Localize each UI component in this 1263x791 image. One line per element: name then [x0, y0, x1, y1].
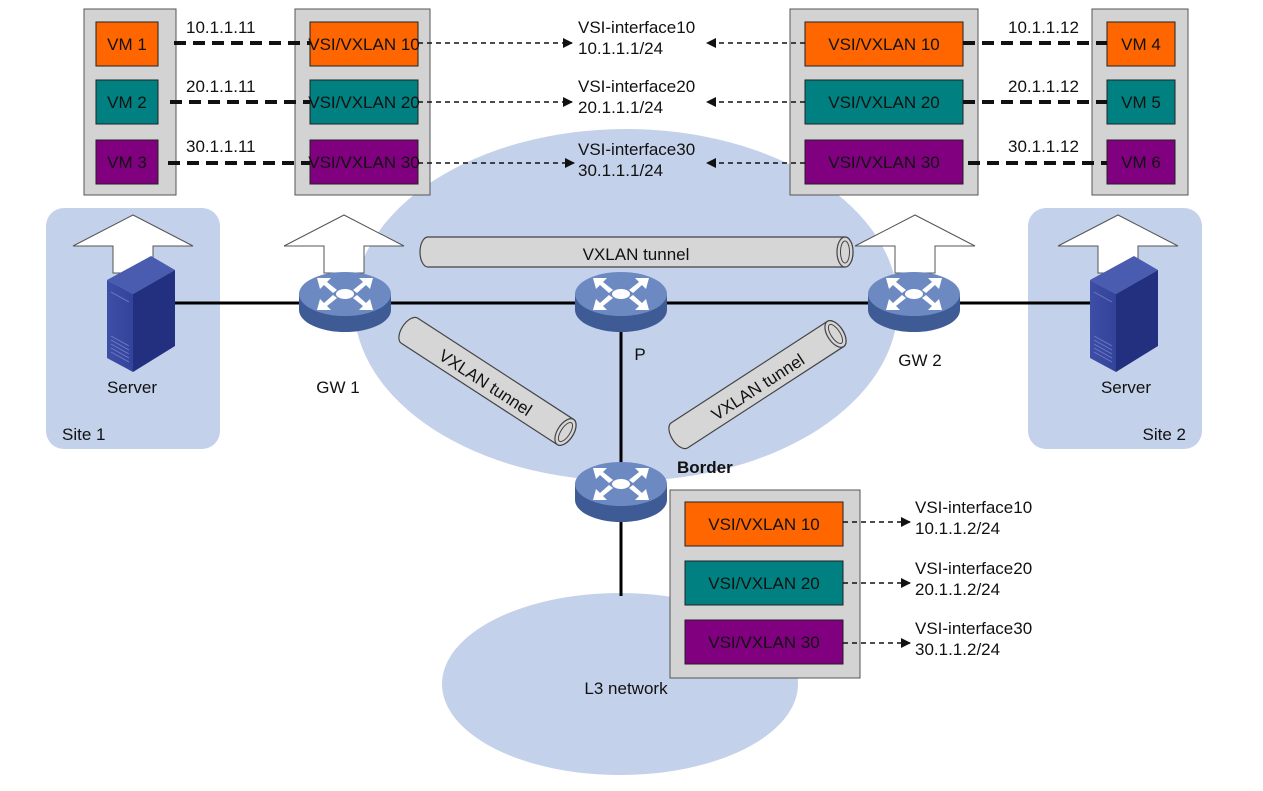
border-if20-name: VSI-interface20 — [915, 559, 1032, 578]
vsi-label: VSI/VXLAN 10 — [708, 515, 820, 534]
gw1-label: GW 1 — [316, 378, 359, 397]
vm-label: VM 6 — [1121, 153, 1161, 172]
vsi-item[interactable]: VSI/VXLAN 30 — [804, 139, 964, 185]
gw2-label: GW 2 — [898, 351, 941, 370]
border-if30-ip: 30.1.1.2/24 — [915, 640, 1000, 659]
gw1-vsi-panel: VSI/VXLAN 10 VSI/VXLAN 20 VSI/VXLAN 30 — [294, 8, 431, 196]
vsi-label: VSI/VXLAN 20 — [828, 93, 940, 112]
gateway-interface-arrows — [418, 38, 805, 168]
vsi-label: VSI/VXLAN 10 — [828, 35, 940, 54]
vm-item[interactable]: VM 3 — [95, 139, 159, 185]
router-border-icon[interactable] — [575, 462, 667, 522]
site2-vm-panel: VM 4 VM 5 VM 6 — [1091, 8, 1189, 196]
vsi-item[interactable]: VSI/VXLAN 20 — [804, 79, 964, 125]
vm-item[interactable]: VM 2 — [95, 79, 159, 125]
vm-vsi-connections — [168, 41, 1107, 165]
vsi-item[interactable]: VSI/VXLAN 30 — [308, 139, 420, 185]
vsi-label: VSI/VXLAN 30 — [828, 153, 940, 172]
site2-label: Site 2 — [1143, 425, 1186, 444]
vm-item[interactable]: VM 1 — [95, 21, 159, 67]
vm-label: VM 2 — [107, 93, 147, 112]
server1-label: Server — [107, 378, 157, 397]
border-interface-arrows — [843, 517, 911, 648]
gw-if20-ip: 20.1.1.1/24 — [578, 98, 663, 117]
router-p-icon[interactable] — [575, 272, 667, 332]
vm3-ip: 30.1.1.11 — [186, 137, 256, 156]
gateway-interface-labels: VSI-interface10 10.1.1.1/24 VSI-interfac… — [578, 18, 695, 180]
router-gw2-icon[interactable] — [868, 272, 960, 332]
vsi-label: VSI/VXLAN 30 — [308, 153, 420, 172]
vm-label: VM 3 — [107, 153, 147, 172]
vm1-ip: 10.1.1.11 — [186, 18, 256, 37]
gw-if20-name: VSI-interface20 — [578, 77, 695, 96]
border-if20-ip: 20.1.1.2/24 — [915, 580, 1000, 599]
border-if30-name: VSI-interface30 — [915, 619, 1032, 638]
router-gw1-icon[interactable] — [299, 272, 391, 332]
gw-if10-ip: 10.1.1.1/24 — [578, 39, 663, 58]
vsi-item[interactable]: VSI/VXLAN 10 — [684, 501, 844, 547]
vsi-label: VSI/VXLAN 10 — [308, 35, 420, 54]
vm6-ip: 30.1.1.12 — [1008, 137, 1079, 156]
vsi-item[interactable]: VSI/VXLAN 30 — [684, 619, 844, 665]
vm4-ip: 10.1.1.12 — [1008, 18, 1079, 37]
vxlan-tunnel-gw1-gw2: VXLAN tunnel — [419, 236, 854, 268]
p-label: P — [634, 345, 645, 364]
vm2-ip: 20.1.1.11 — [186, 77, 256, 96]
vsi-item[interactable]: VSI/VXLAN 10 — [804, 21, 964, 67]
vm-item[interactable]: VM 4 — [1106, 21, 1176, 67]
vm-label: VM 5 — [1121, 93, 1161, 112]
border-label: Border — [677, 458, 733, 477]
vm-item[interactable]: VM 5 — [1106, 79, 1176, 125]
border-vsi-panel: VSI/VXLAN 10 VSI/VXLAN 20 VSI/VXLAN 30 — [669, 489, 861, 679]
vsi-item[interactable]: VSI/VXLAN 20 — [308, 79, 420, 125]
vsi-label: VSI/VXLAN 30 — [708, 633, 820, 652]
vm-label: VM 1 — [107, 35, 147, 54]
vm5-ip: 20.1.1.12 — [1008, 77, 1079, 96]
vsi-item[interactable]: VSI/VXLAN 20 — [684, 560, 844, 606]
border-if10-ip: 10.1.1.2/24 — [915, 519, 1000, 538]
vm-label: VM 4 — [1121, 35, 1161, 54]
server2-label: Server — [1101, 378, 1151, 397]
border-if10-name: VSI-interface10 — [915, 498, 1032, 517]
vsi-label: VSI/VXLAN 20 — [308, 93, 420, 112]
border-interface-labels: VSI-interface10 10.1.1.2/24 VSI-interfac… — [915, 498, 1032, 659]
vm-item[interactable]: VM 6 — [1106, 139, 1176, 185]
gw-if30-name: VSI-interface30 — [578, 140, 695, 159]
gw-if10-name: VSI-interface10 — [578, 18, 695, 37]
site1-label: Site 1 — [62, 425, 105, 444]
physical-links — [175, 301, 1090, 596]
l3-network-label: L3 network — [584, 679, 668, 698]
gw-if30-ip: 30.1.1.1/24 — [578, 161, 663, 180]
vsi-label: VSI/VXLAN 20 — [708, 574, 820, 593]
gw2-vsi-panel: VSI/VXLAN 10 VSI/VXLAN 20 VSI/VXLAN 30 — [789, 8, 979, 196]
tunnel-label-top: VXLAN tunnel — [583, 245, 690, 264]
site1-vm-panel: VM 1 VM 2 VM 3 — [83, 8, 177, 196]
vsi-item[interactable]: VSI/VXLAN 10 — [308, 21, 420, 67]
